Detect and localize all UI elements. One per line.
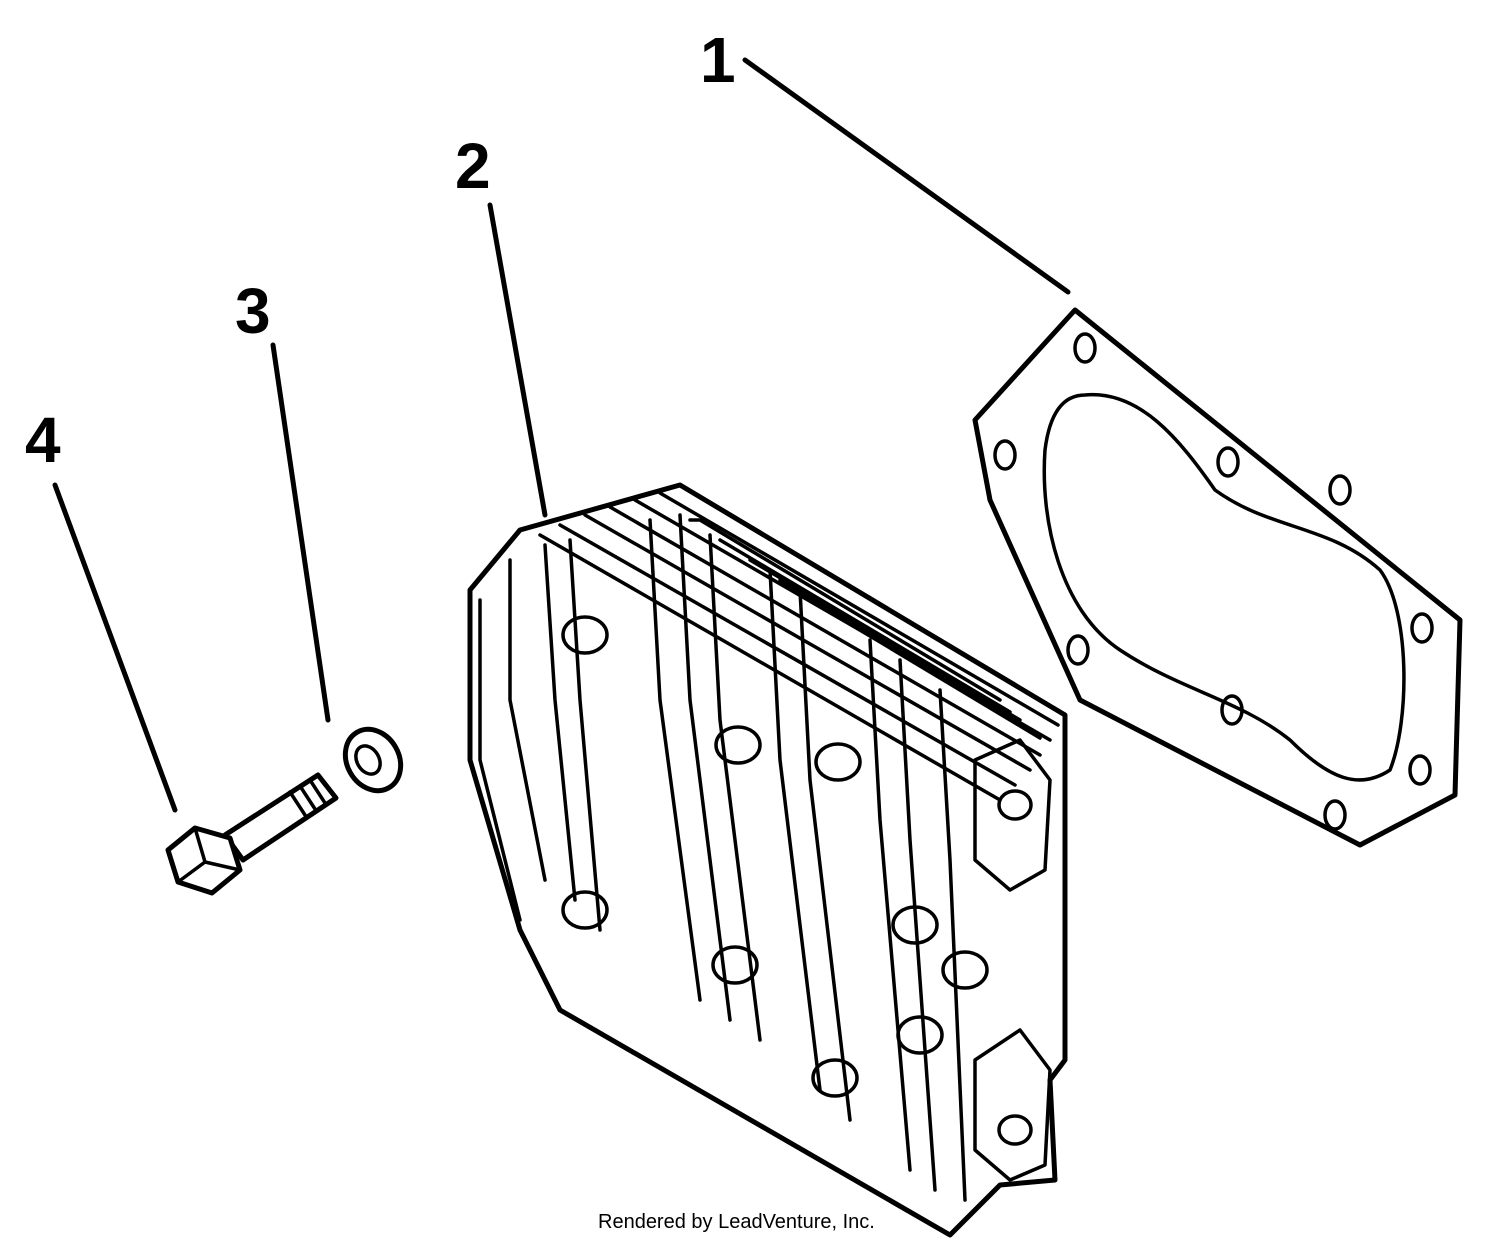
washer-part-3[interactable]: [334, 719, 411, 800]
cooling-fins: [538, 491, 1060, 802]
washer-hole: [354, 744, 382, 776]
callout-1: 1: [700, 24, 736, 96]
callout-2: 2: [455, 130, 491, 202]
gasket-hole: [1066, 634, 1090, 666]
gasket-hole: [1323, 799, 1347, 831]
boss: [997, 789, 1033, 821]
gasket-bolt-holes: [993, 332, 1434, 831]
boss: [811, 1058, 859, 1098]
fin-ribs: [478, 513, 967, 1202]
port-lower: [973, 1028, 1052, 1182]
gasket-hole: [1220, 694, 1244, 726]
boss: [891, 905, 939, 945]
gasket-hole: [993, 439, 1017, 471]
leader-line-4: [52, 482, 178, 813]
boss: [561, 615, 609, 655]
boss: [714, 725, 762, 765]
head-bolt-bosses: [561, 615, 1033, 1146]
gasket-inner-cutout: [1042, 393, 1406, 782]
callout-3: 3: [235, 275, 271, 347]
boss: [711, 945, 759, 985]
bolt-part-4[interactable]: [165, 772, 339, 896]
credit-text: Rendered by LeadVenture, Inc.: [598, 1211, 875, 1233]
gasket-hole: [1216, 446, 1240, 478]
boss: [814, 742, 862, 782]
boss: [941, 950, 989, 990]
boss: [896, 1015, 944, 1055]
gasket-outline: [972, 307, 1463, 848]
washer-outer: [342, 726, 404, 794]
gasket-hole: [1410, 612, 1434, 644]
gasket-hole: [1328, 474, 1352, 506]
gasket-hole: [1073, 332, 1097, 364]
callout-4: 4: [25, 404, 61, 476]
leader-line-1: [742, 57, 1071, 295]
cylinder-head-part-2[interactable]: [467, 482, 1068, 1238]
port-upper: [973, 738, 1052, 892]
gasket-hole: [1408, 754, 1432, 786]
bolt-threads: [288, 778, 327, 817]
leader-line-2: [487, 202, 548, 518]
cylinder-head-body: [467, 482, 1068, 1238]
bolt-shank: [222, 772, 339, 863]
leader-line-3: [270, 342, 331, 723]
bolt-head-flat: [176, 826, 242, 884]
boss: [997, 1114, 1033, 1146]
gasket-part-1[interactable]: [972, 307, 1463, 848]
boss: [561, 890, 609, 930]
